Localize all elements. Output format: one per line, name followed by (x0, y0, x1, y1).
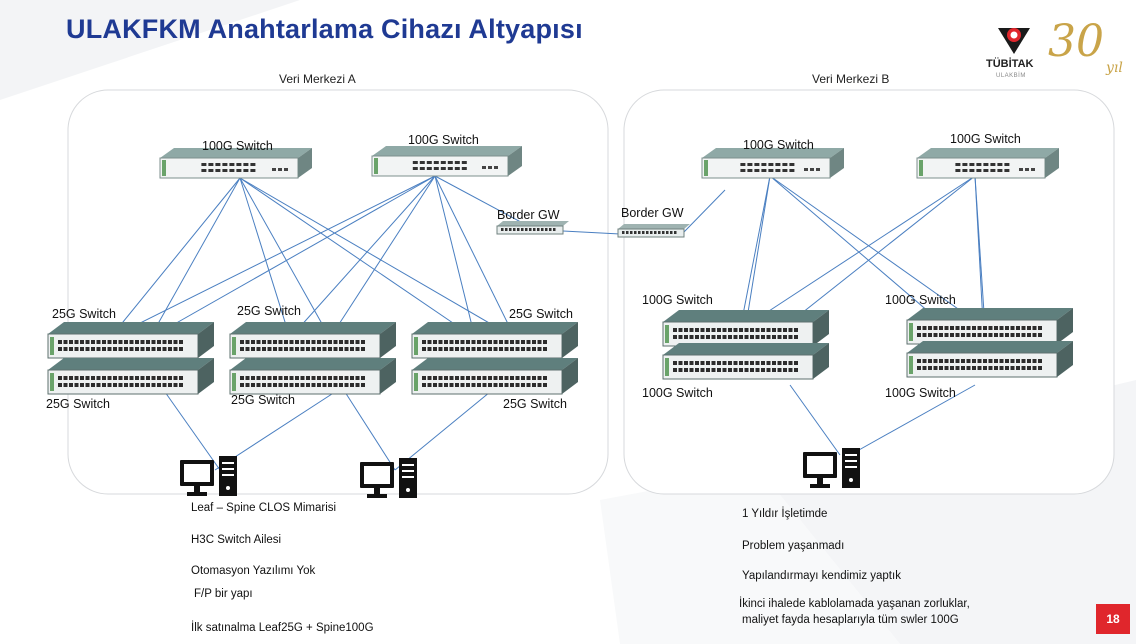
ulakbim-logo-text: ULAKBİM (996, 73, 1026, 79)
border-gateway-icon (496, 221, 569, 235)
network-link (562, 230, 621, 235)
device-group (47, 146, 1073, 498)
network-link (769, 175, 986, 329)
note-item: F/P bir yapı (194, 588, 253, 600)
page-title: ULAKFKM Anahtarlama Cihazı Altyapısı (66, 14, 583, 44)
leaf-switch-label: 25G Switch (509, 307, 573, 321)
leaf-switch-label: 25G Switch (46, 397, 110, 411)
logo-area: TÜBİTAK ULAKBİM 30 yıl (986, 16, 1126, 88)
network-link (239, 177, 476, 339)
spine-switch-label: 100G Switch (408, 133, 479, 147)
leaf-switch-icon (906, 308, 1073, 345)
note-item: H3C Switch Ailesi (191, 534, 282, 546)
network-link (739, 175, 771, 331)
leaf-switch-icon (229, 322, 396, 359)
note-item: İlk satınalma Leaf25G + Spine100G (191, 622, 374, 634)
note-item: Problem yaşanmadı (742, 540, 845, 552)
network-link (164, 391, 221, 471)
note-item: Yapılandırmayı kendimiz yaptık (742, 570, 901, 582)
leaf-switch-label: 100G Switch (885, 293, 956, 307)
leaf-switch-label: 25G Switch (231, 393, 295, 407)
network-link (329, 175, 436, 339)
page-number-badge: 18 (1096, 604, 1130, 634)
network-link (789, 384, 841, 456)
network-link (149, 175, 436, 339)
network-link (239, 177, 331, 339)
datacenter-a-title: Veri Merkezi A (279, 72, 356, 86)
anniversary-suffix: yıl (1106, 60, 1123, 76)
tubitak-logo-text: TÜBİTAK (986, 58, 1034, 70)
network-link (849, 384, 976, 456)
note-item: Otomasyon Yazılımı Yok (191, 565, 316, 577)
computer-icon (360, 458, 417, 498)
network-link (109, 177, 241, 339)
note-item: maliyet fayda hesaplarıyla tüm swler 100… (742, 614, 959, 626)
leaf-switch-icon (47, 358, 214, 395)
spine-switch-icon (371, 146, 522, 177)
computer-icon (803, 448, 860, 488)
bg-shape (0, 0, 300, 100)
spine-switch-icon (701, 148, 844, 179)
border-gw-label: Border GW (621, 206, 684, 220)
network-link (109, 175, 436, 339)
spine-switch-icon (916, 148, 1059, 179)
leaf-switch-icon (47, 322, 214, 359)
leaf-switch-icon (906, 341, 1073, 378)
network-link (344, 391, 396, 471)
leaf-switch-label: 25G Switch (503, 397, 567, 411)
leaf-switch-label: 100G Switch (642, 386, 713, 400)
datacenter-b-boundary (623, 89, 1115, 495)
bg-shape (600, 470, 900, 644)
network-link (239, 177, 291, 339)
spine-switch-label: 100G Switch (950, 132, 1021, 146)
leaf-switch-label: 100G Switch (642, 293, 713, 307)
network-link (239, 177, 516, 339)
network-link (739, 175, 976, 331)
note-item: 1 Yıldır İşletimde (742, 508, 828, 520)
leaf-switch-icon (411, 322, 578, 359)
anniversary-number: 30 (1048, 16, 1104, 67)
spine-switch-label: 100G Switch (743, 138, 814, 152)
tubitak-logo-icon (998, 28, 1030, 54)
border-gateway-icon (617, 224, 690, 238)
note-item: Leaf – Spine CLOS Mimarisi (191, 502, 337, 514)
network-link (394, 391, 491, 471)
network-link (434, 175, 476, 339)
spine-switch-label: 100G Switch (202, 139, 273, 153)
network-link (683, 189, 726, 233)
network-link (434, 175, 516, 339)
computer-icon (180, 456, 237, 496)
network-link (289, 175, 436, 339)
leaf-switch-icon (662, 310, 829, 347)
leaf-switch-label: 25G Switch (52, 307, 116, 321)
leaf-switch-icon (662, 343, 829, 380)
network-link (149, 177, 241, 339)
leaf-switch-icon (411, 358, 578, 395)
leaf-switch-label: 100G Switch (885, 386, 956, 400)
network-link (434, 175, 533, 229)
datacenter-b-title: Veri Merkezi B (812, 72, 890, 86)
note-item: İkinci ihalede kablolamada yaşanan zorlu… (739, 598, 970, 610)
leaf-switch-icon (229, 358, 396, 395)
leaf-switch-label: 25G Switch (237, 304, 301, 318)
spine-switch-icon (159, 148, 312, 179)
datacenter-a-boundary (67, 89, 609, 495)
border-gw-label: Border GW (497, 208, 560, 222)
